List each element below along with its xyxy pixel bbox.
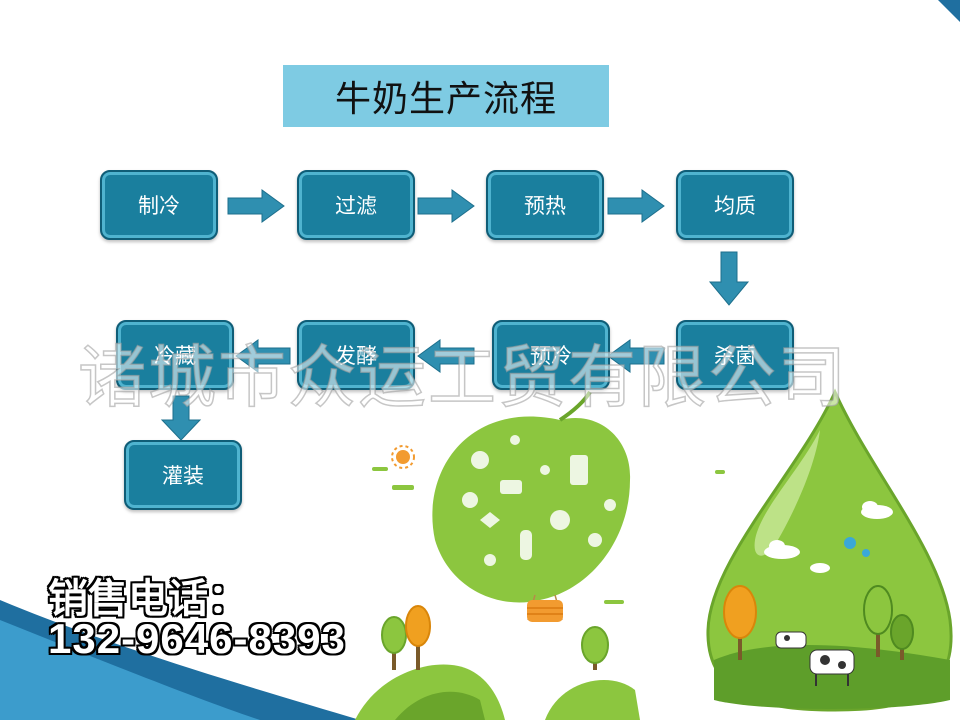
hill-middle xyxy=(545,626,640,720)
sales-phone-number: 132-9646-8393 xyxy=(48,615,346,662)
step-preheating: 预热 xyxy=(486,170,604,240)
step-fermenting: 发酵 xyxy=(297,320,415,390)
water-drop-illustration xyxy=(706,388,953,712)
balloon-illustration xyxy=(432,390,631,622)
flow-arrows xyxy=(160,189,750,441)
arrow-left-1 xyxy=(607,339,665,373)
sales-phone-label: 销售电话： xyxy=(48,577,248,621)
cow-icons xyxy=(775,631,855,686)
company-watermark: 诸城市众运工贸有限公司 xyxy=(77,338,849,419)
step-cooling: 制冷 xyxy=(100,170,218,240)
arrow-right-2 xyxy=(417,189,475,223)
arrow-down-1 xyxy=(708,251,750,306)
step-homogenizing: 均质 xyxy=(676,170,794,240)
arrow-right-3 xyxy=(607,189,665,223)
step-filling: 灌装 xyxy=(124,440,242,510)
arrow-down-2 xyxy=(160,395,202,441)
arrow-left-2 xyxy=(417,339,475,373)
corner-triangle xyxy=(938,0,960,22)
step-sterilizing: 杀菌 xyxy=(676,320,794,390)
step-precooling: 预冷 xyxy=(492,320,610,390)
arrow-right-1 xyxy=(227,189,285,223)
step-filtering: 过滤 xyxy=(297,170,415,240)
diagram-title: 牛奶生产流程 xyxy=(283,65,609,127)
hill-left xyxy=(355,605,505,720)
small-clouds xyxy=(372,467,725,604)
arrow-left-3 xyxy=(235,339,291,373)
sun-icon xyxy=(391,445,415,469)
step-refrigerating: 冷藏 xyxy=(116,320,234,390)
